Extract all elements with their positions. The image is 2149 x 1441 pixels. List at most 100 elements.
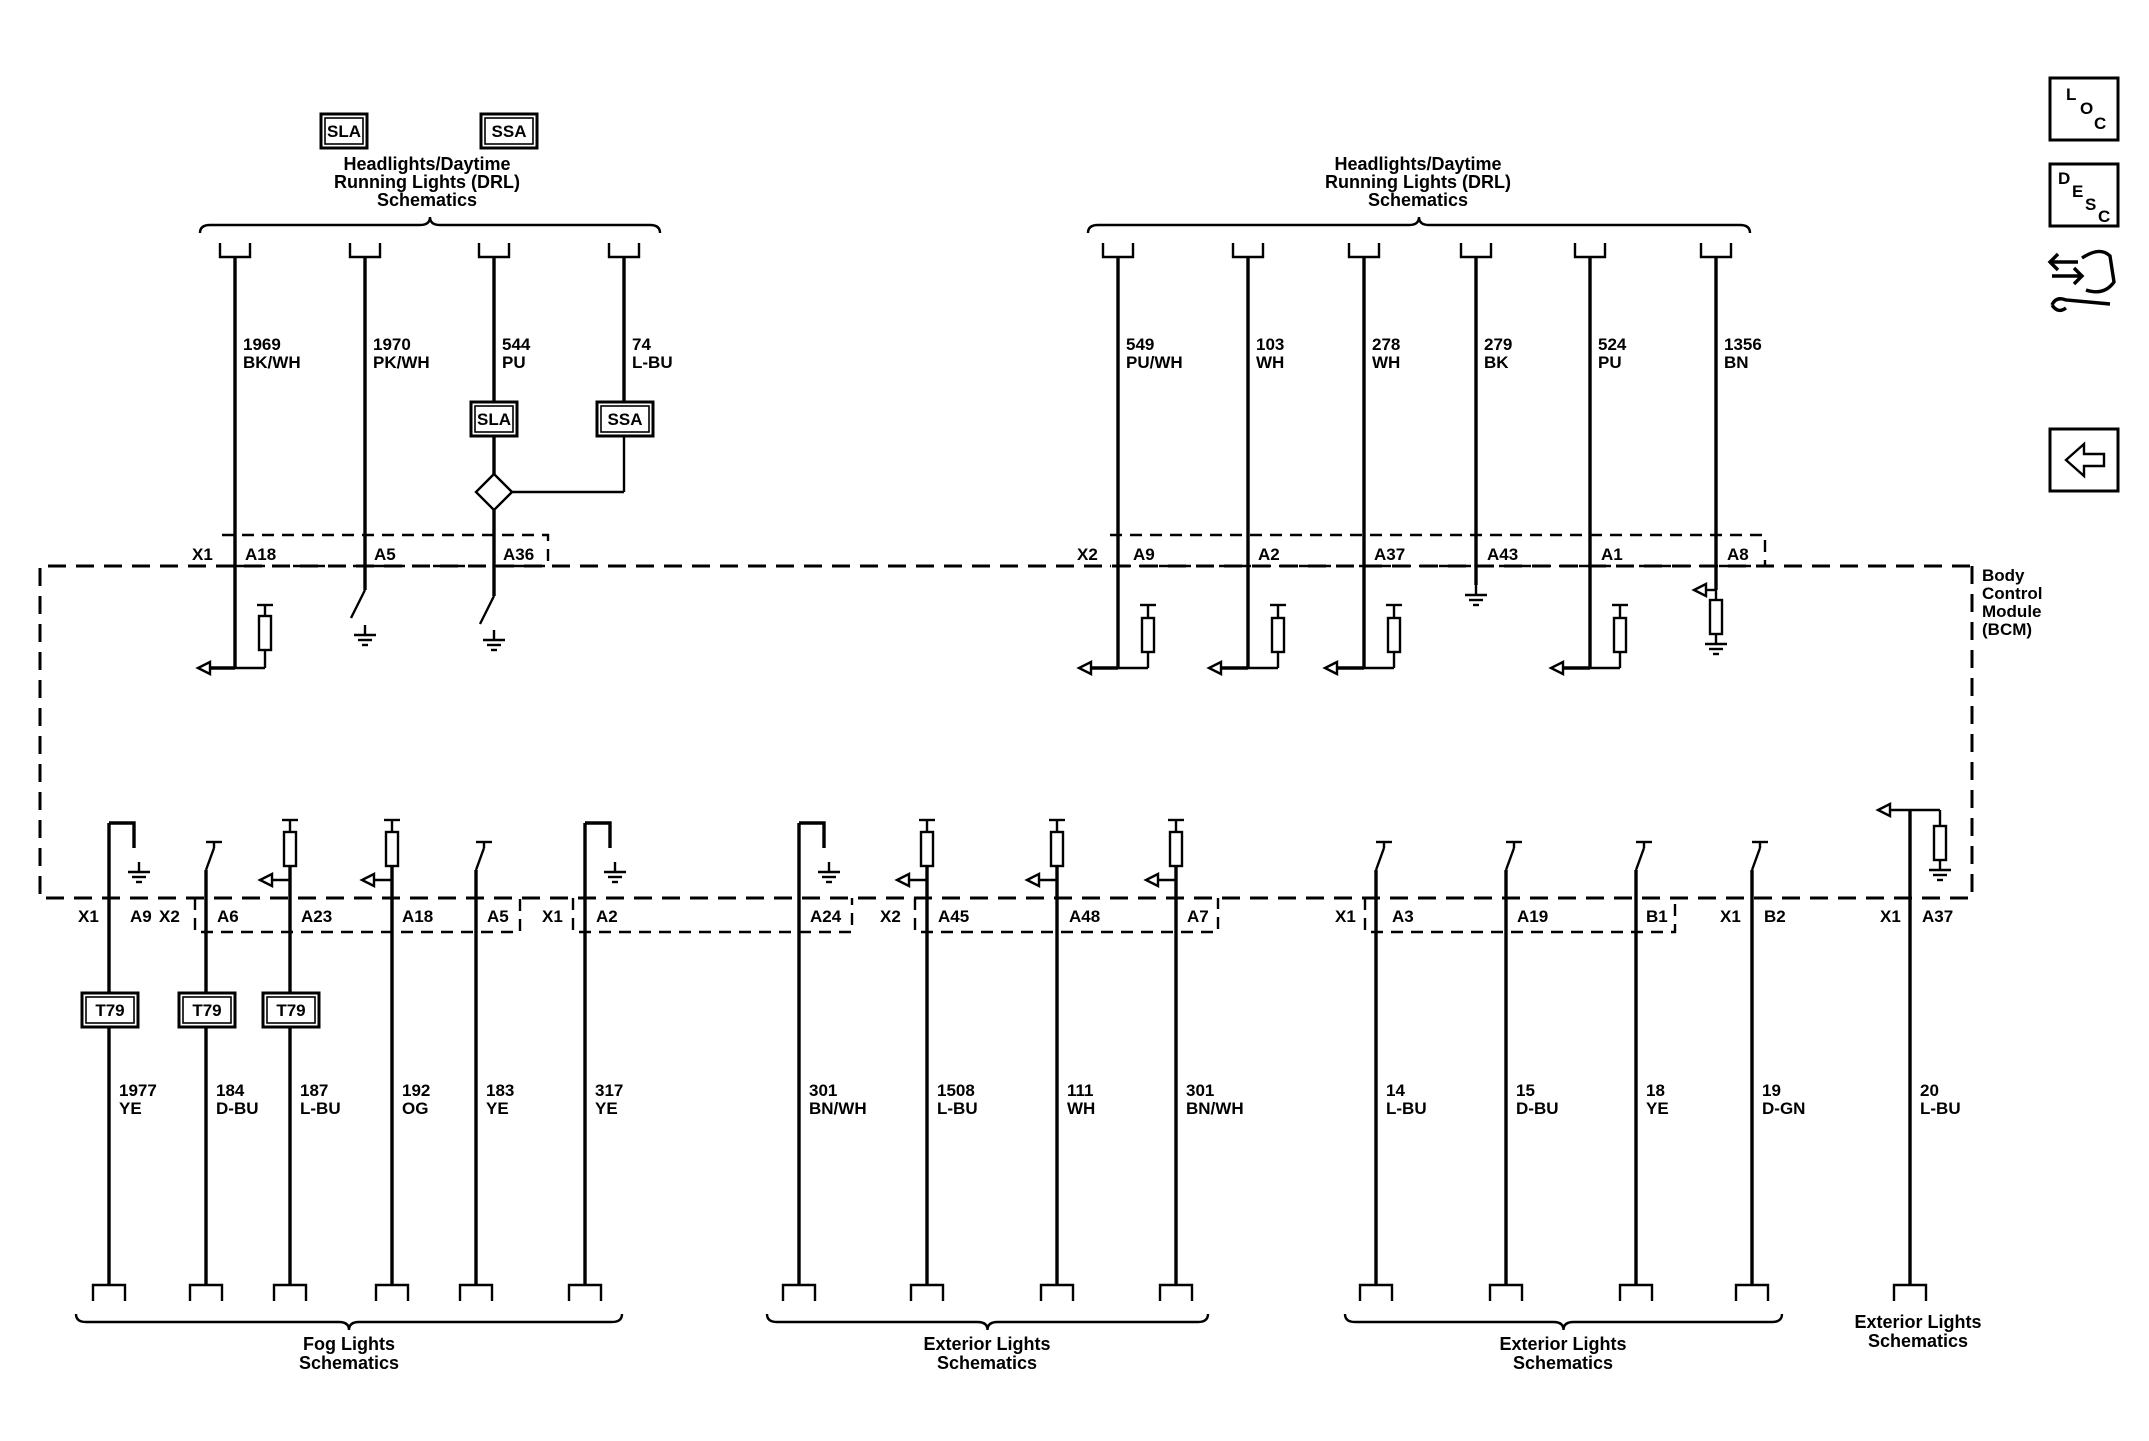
connector-terminal: [607, 243, 641, 259]
connector-label: X2: [880, 907, 901, 926]
circuit-number: 14: [1386, 1081, 1405, 1100]
wire-color: YE: [595, 1099, 618, 1118]
loc-button[interactable]: LOC: [2048, 76, 2120, 142]
connector-label: X1: [1720, 907, 1741, 926]
connector-wrench-icon[interactable]: [2047, 249, 2116, 313]
ground-icon: [818, 862, 840, 884]
group-label: Headlights/Daytime: [343, 154, 510, 174]
wire-color: WH: [1256, 353, 1284, 372]
resistor-icon: [1708, 598, 1724, 636]
badge-label: SSA: [608, 410, 643, 429]
back-arrow-icon: [2064, 441, 2106, 479]
pin-label: A48: [1069, 907, 1100, 926]
circuit-number: 317: [595, 1081, 623, 1100]
input-arrow-icon: [1875, 802, 1892, 818]
input-arrow-icon: [1143, 872, 1160, 888]
switch-blade: [204, 847, 216, 871]
wire-color: L-BU: [1920, 1099, 1961, 1118]
back-button[interactable]: [2048, 427, 2120, 493]
ground-icon: [1465, 585, 1487, 607]
group-label: Exterior Lights: [1854, 1312, 1981, 1332]
wire-color: PU/WH: [1126, 353, 1183, 372]
wire-color: PU: [502, 353, 526, 372]
ground-hook: [109, 821, 136, 848]
badge-label: T79: [95, 1001, 124, 1020]
badge-label: T79: [192, 1001, 221, 1020]
wire-color: BN: [1724, 353, 1749, 372]
connector-label: X1: [78, 907, 99, 926]
connector-terminal: [188, 1283, 224, 1301]
badge-label: SSA: [492, 122, 527, 141]
ground-icon: [1929, 860, 1951, 882]
circuit-number: 20: [1920, 1081, 1939, 1100]
output-arrow-icon: [1548, 660, 1565, 676]
connector-terminal: [91, 1283, 127, 1301]
bottom-circuits: T791977YET79184D-BUT79187L-BU192OG183YE3…: [74, 802, 1982, 1373]
connector-label: X1: [192, 545, 213, 564]
resistor-icon: [282, 830, 298, 868]
ssa-badge: SSA: [479, 112, 539, 150]
badge-label: T79: [276, 1001, 305, 1020]
wire-color: D-BU: [1516, 1099, 1559, 1118]
desc-letter: C: [2098, 207, 2110, 226]
pin-label: A9: [130, 907, 152, 926]
arrow-left-part: [2047, 252, 2078, 272]
desc-letter: S: [2085, 195, 2096, 214]
ground-icon: [128, 862, 150, 884]
output-arrow-icon: [1206, 660, 1223, 676]
harness-brace-fog: [74, 1313, 624, 1331]
wire-color: YE: [486, 1099, 509, 1118]
back-arrow-shape: [2064, 441, 2106, 479]
t79-badge: T79: [80, 991, 140, 1029]
loc-letter: L: [2066, 85, 2076, 104]
wire-color: WH: [1372, 353, 1400, 372]
circuit-number: 1508: [937, 1081, 975, 1100]
badge-frame: [319, 112, 369, 150]
ssa-inline-badge: SSA: [595, 400, 655, 438]
connector-body: [2081, 249, 2116, 294]
connector-terminal: [1358, 1283, 1394, 1301]
circuit-number: 18: [1646, 1081, 1665, 1100]
input-arrow-icon: [1024, 872, 1041, 888]
wrench-part: [2050, 297, 2111, 313]
pin-label: A37: [1374, 545, 1405, 564]
sla-badge: SLA: [319, 112, 369, 150]
wire-color: L-BU: [1386, 1099, 1427, 1118]
circuit-number: 15: [1516, 1081, 1535, 1100]
wire-color: L-BU: [632, 353, 673, 372]
connector-terminal: [348, 243, 382, 259]
ground-icon: [1705, 634, 1727, 656]
badge-inner: [266, 996, 316, 1024]
wire-color: WH: [1067, 1099, 1095, 1118]
wire-color: L-BU: [300, 1099, 341, 1118]
bcm-name-label: Module: [1982, 602, 2042, 621]
connector-terminal: [567, 1283, 603, 1301]
circuit-number: 183: [486, 1081, 514, 1100]
pin-label: A8: [1727, 545, 1749, 564]
group-label: Schematics: [1368, 190, 1468, 210]
connector-terminal: [781, 1283, 817, 1301]
switch-blade: [1504, 847, 1516, 871]
harness-brace-top-right: [1086, 216, 1752, 234]
input-arrow-icon: [894, 872, 911, 888]
circuit-number: 524: [1598, 335, 1627, 354]
pin-label: A45: [938, 907, 969, 926]
bcm-outline: [38, 564, 1980, 900]
pin-label: A2: [596, 907, 618, 926]
pin-label: A9: [1133, 545, 1155, 564]
badge-inner: [484, 117, 534, 145]
harness-brace-top-left: [198, 216, 662, 234]
pin-label: A7: [1187, 907, 1209, 926]
circuit-number: 279: [1484, 335, 1512, 354]
connector-terminal: [1618, 1283, 1654, 1301]
circuit-number: 19: [1762, 1081, 1781, 1100]
wire-color: BN/WH: [809, 1099, 867, 1118]
badge-inner: [182, 996, 232, 1024]
circuit-number: 544: [502, 335, 531, 354]
desc-letter: E: [2072, 182, 2083, 201]
pin-label: A18: [245, 545, 276, 564]
bcm-name-label: Control: [1982, 584, 2042, 603]
connector-terminal: [477, 243, 511, 259]
